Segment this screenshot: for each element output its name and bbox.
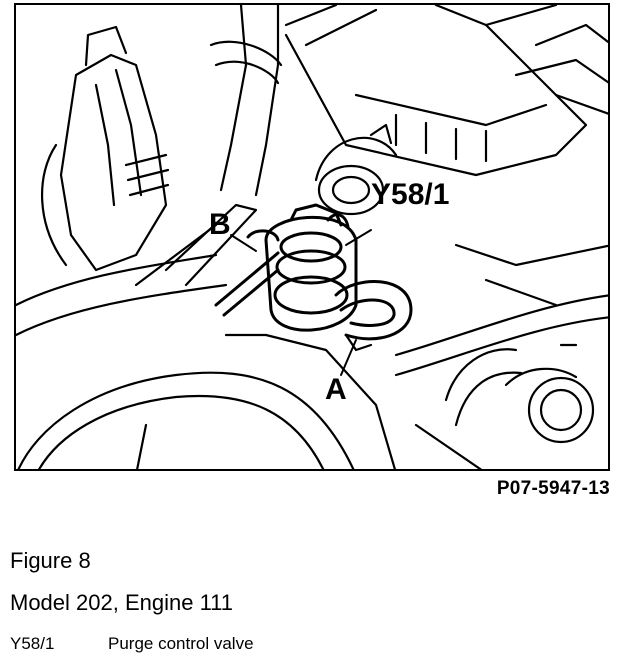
legend-description: Purge control valve bbox=[108, 634, 254, 653]
legend-row: Y58/1 Purge control valve bbox=[10, 634, 254, 654]
legend-code: Y58/1 bbox=[10, 634, 55, 653]
callout-y58-1: Y58/1 bbox=[371, 178, 450, 211]
figure-reference-code: P07-5947-13 bbox=[496, 478, 610, 499]
engine-line-drawing bbox=[16, 5, 608, 469]
model-engine-line: Model 202, Engine 111 bbox=[10, 590, 234, 615]
figure-title: Figure 8 bbox=[10, 548, 91, 573]
callout-b: B bbox=[209, 208, 231, 241]
figure-illustration: Y58/1 B A bbox=[14, 3, 610, 471]
callout-a: A bbox=[325, 373, 347, 406]
